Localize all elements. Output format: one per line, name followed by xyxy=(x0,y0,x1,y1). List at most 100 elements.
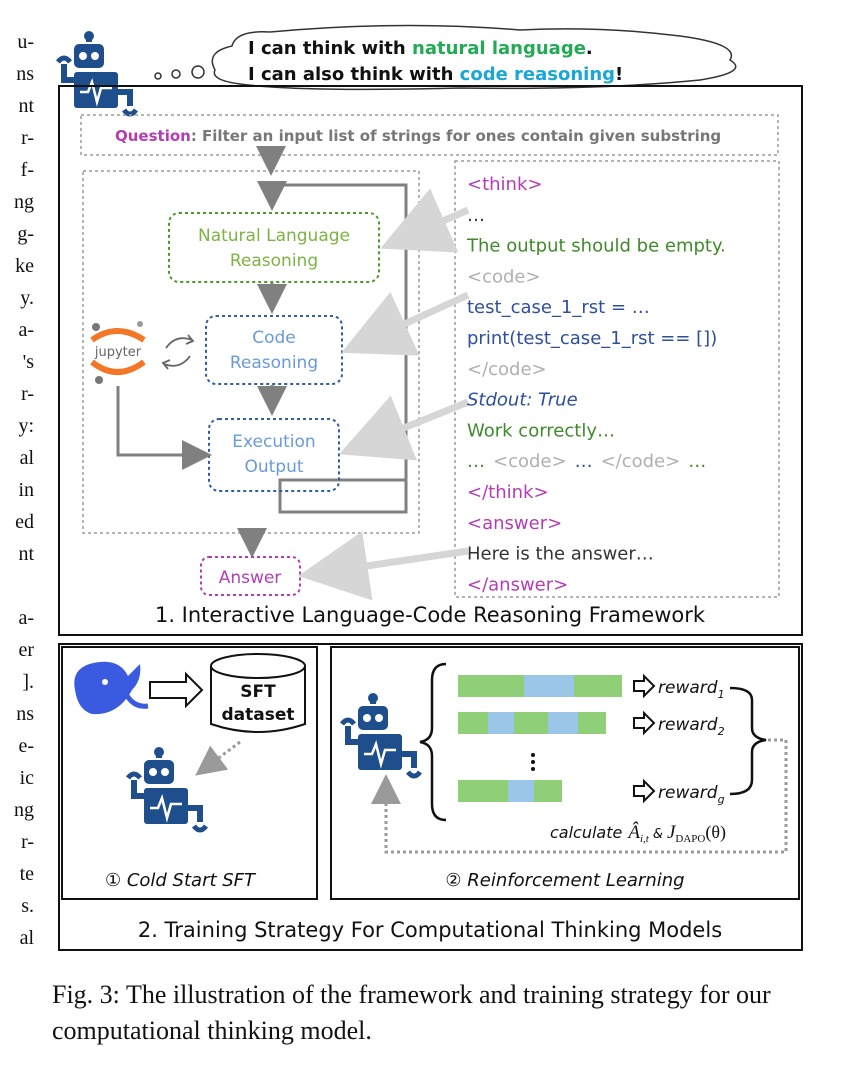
hollow-arrow-icon xyxy=(149,671,204,709)
jupyter-label: jupyter xyxy=(94,345,142,360)
left-fragment: er xyxy=(18,639,34,661)
trace-line: … xyxy=(467,205,485,226)
sft-panel xyxy=(61,646,318,900)
left-fragment: te xyxy=(19,863,34,885)
left-brace xyxy=(419,662,447,822)
robot-icon-rl xyxy=(340,693,422,779)
exec-line2: Output xyxy=(244,457,303,477)
sync-icon xyxy=(161,334,195,370)
question-text: : Filter an input list of strings for on… xyxy=(191,127,721,145)
reward-arrows xyxy=(633,673,656,804)
left-fragment: e- xyxy=(18,735,34,757)
left-fragment: a- xyxy=(18,607,34,629)
svg-text:Question: Filter an input list: Question: Filter an input list of string… xyxy=(115,127,721,145)
vertical-ellipsis xyxy=(531,753,535,771)
robot-icon-sft xyxy=(126,747,208,833)
trace-lines: <think> … The output should be empty. <code… xyxy=(466,174,726,595)
left-fragment: a- xyxy=(18,319,34,341)
bar-1-seg-3 xyxy=(574,675,622,697)
reward-g: rewardg xyxy=(658,783,725,806)
rollout-bars xyxy=(458,675,622,802)
left-fragment: ng xyxy=(14,191,34,213)
question-box xyxy=(80,114,779,156)
bar-g-seg-2 xyxy=(508,780,534,802)
jupyter-icon: jupyter xyxy=(90,321,146,384)
reward-2: reward2 xyxy=(658,715,725,738)
bar-2-seg-5 xyxy=(578,712,606,734)
training-box xyxy=(58,643,803,951)
figure-diagram: I can think with natural language. I can… xyxy=(56,24,803,951)
whale-icon xyxy=(74,661,149,715)
trace-line: </code> xyxy=(467,359,547,380)
answer-label: Answer xyxy=(219,568,282,588)
trace-line: The output should be empty. xyxy=(466,236,726,257)
nl-line2: Reasoning xyxy=(230,251,318,271)
bar-1-seg-2 xyxy=(524,675,574,697)
bubble-line1-prefix: I can think with xyxy=(248,38,412,59)
exec-line1: Execution xyxy=(232,432,315,452)
framework-title: 1. Interactive Language-Code Reasoning F… xyxy=(155,603,706,627)
svg-text:I can also think with code rea: I can also think with code reasoning! xyxy=(248,64,623,85)
nl-line1: Natural Language xyxy=(198,226,350,246)
bubble-line2-highlight: code reasoning xyxy=(460,64,615,85)
thought-bubble: I can think with natural language. I can… xyxy=(154,24,737,91)
left-fragment: ]. xyxy=(22,671,34,693)
code-line2: Reasoning xyxy=(230,353,318,373)
left-fragment: in xyxy=(18,479,34,501)
loop-arrow xyxy=(257,181,408,482)
bar-2-seg-3 xyxy=(514,712,548,734)
bubble-line2-suffix: ! xyxy=(615,64,623,85)
bar-2-seg-4 xyxy=(548,712,578,734)
trace-box xyxy=(454,160,780,598)
framework-box xyxy=(58,85,803,636)
feedback-arrow xyxy=(371,738,788,854)
trace-line: </answer> xyxy=(467,574,568,595)
bubble-line1-highlight: natural language xyxy=(412,38,586,59)
db-line2: dataset xyxy=(221,705,294,725)
left-fragment: ng xyxy=(14,799,34,821)
code-line1: Code xyxy=(252,328,296,348)
answer-node xyxy=(200,556,301,596)
left-fragment: r- xyxy=(21,831,34,853)
trace-line: <think> xyxy=(467,174,542,195)
trace-line: Stdout: True xyxy=(467,390,578,411)
rl-panel xyxy=(330,646,800,900)
question-label: Question xyxy=(115,127,191,145)
left-fragment: ke xyxy=(15,255,34,277)
left-fragment: ed xyxy=(15,511,34,533)
robot-icon-top xyxy=(56,31,138,117)
left-fragment: nt xyxy=(18,543,34,565)
trace-line: Here is the answer… xyxy=(467,544,654,565)
training-title: 2. Training Strategy For Computational T… xyxy=(138,918,722,942)
trace-line: Work correctly… xyxy=(467,420,615,441)
left-fragment: y. xyxy=(20,287,34,309)
left-fragment: nt xyxy=(18,95,34,117)
trace-line-mixed: …<code>…</code>… xyxy=(467,451,706,472)
left-fragment: 's xyxy=(22,351,34,373)
left-fragment: al xyxy=(19,447,34,469)
trace-line: </think> xyxy=(467,482,549,503)
left-fragment: r- xyxy=(21,383,34,405)
natural-language-node xyxy=(168,212,380,283)
left-fragment: g- xyxy=(17,223,34,245)
reward-1: reward1 xyxy=(658,678,725,701)
bubble-line1-suffix: . xyxy=(586,38,593,59)
left-fragment: ns xyxy=(16,63,34,85)
trace-line: print(test_case_1_rst == []) xyxy=(467,328,717,349)
database-icon: SFT dataset xyxy=(210,653,306,733)
left-fragment: s. xyxy=(21,895,34,917)
bar-g-seg-3 xyxy=(534,780,562,802)
trace-connectors xyxy=(298,188,470,601)
bar-g-seg-1 xyxy=(458,780,508,802)
left-fragment: ic xyxy=(19,767,34,789)
left-fragment: f- xyxy=(20,159,34,181)
trace-line: <code> xyxy=(467,266,541,287)
rl-label: ② Reinforcement Learning xyxy=(445,870,684,891)
bar-2-seg-2 xyxy=(488,712,514,734)
bar-2-seg-1 xyxy=(458,712,488,734)
left-fragment: r- xyxy=(21,127,34,149)
right-brace xyxy=(729,686,767,796)
trace-line: <answer> xyxy=(467,513,562,534)
